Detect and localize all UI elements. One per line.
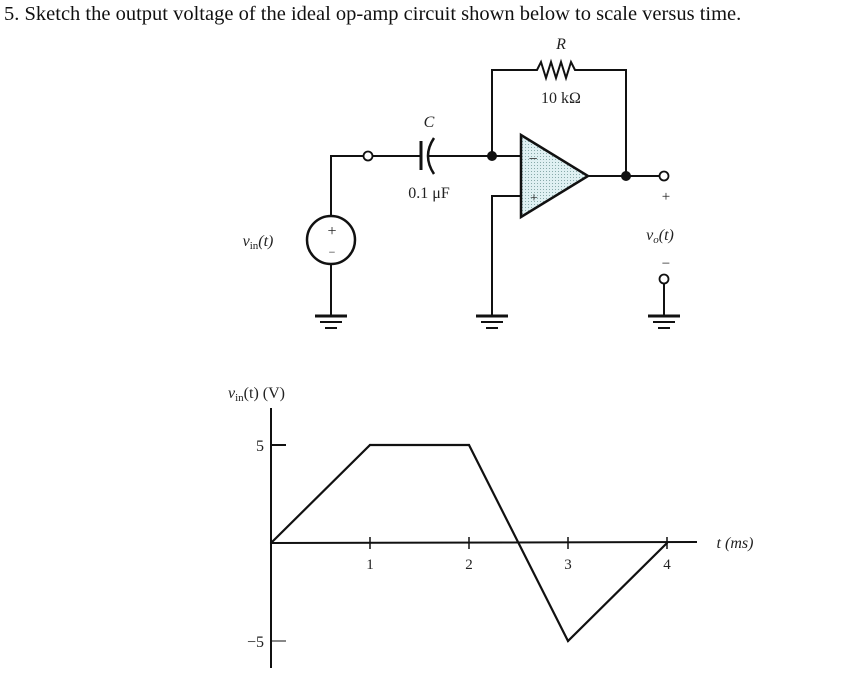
- question-text: 5. Sketch the output voltage of the idea…: [4, 3, 742, 25]
- output-node: [621, 171, 631, 181]
- resistor-label: R: [555, 36, 566, 53]
- output-terminal-positive: [658, 170, 670, 182]
- source-plus: +: [327, 223, 336, 240]
- x-tick-label: 2: [465, 557, 473, 573]
- input-terminal: [362, 150, 374, 162]
- source-label: vin(t): [243, 233, 274, 252]
- x-axis: [270, 541, 698, 544]
- y-tick-label: −5: [247, 634, 264, 651]
- output-terminal-negative: [658, 273, 670, 285]
- op-amp-minus: −: [528, 151, 537, 168]
- output-plus: +: [662, 189, 670, 205]
- ground-icon: [648, 314, 680, 329]
- op-amp-plus: +: [530, 191, 538, 206]
- y-axis-label: vin(t) (V): [228, 385, 285, 404]
- output-label: vo(t): [646, 227, 674, 246]
- x-tick-label: 1: [366, 557, 374, 573]
- y-tick-label: 5: [256, 438, 264, 455]
- x-tick-label: 3: [564, 557, 572, 573]
- x-axis-label: t (ms): [717, 535, 754, 552]
- capacitor-label: C: [424, 114, 435, 131]
- x-tick-label: 4: [663, 557, 671, 573]
- data-point: [368, 443, 372, 447]
- data-point: [467, 443, 471, 447]
- circuit-diagram: R 10 kΩ C 0.1 μF − + + vo(t) −: [243, 36, 680, 329]
- ground-icon: [476, 314, 508, 329]
- output-minus: −: [662, 256, 670, 272]
- data-point: [269, 541, 273, 545]
- source-minus: −: [329, 245, 336, 259]
- op-amp: [519, 132, 591, 220]
- junction-node: [487, 151, 497, 161]
- ground-icon: [315, 314, 347, 329]
- resistor: [491, 58, 627, 176]
- data-point: [566, 639, 570, 643]
- capacitor-value: 0.1 μF: [408, 185, 450, 202]
- data-point: [665, 541, 669, 545]
- input-waveform-chart: vin(t) (V) t (ms) 1 2 3 4 5 −5: [228, 385, 753, 668]
- resistor-value: 10 kΩ: [541, 90, 581, 107]
